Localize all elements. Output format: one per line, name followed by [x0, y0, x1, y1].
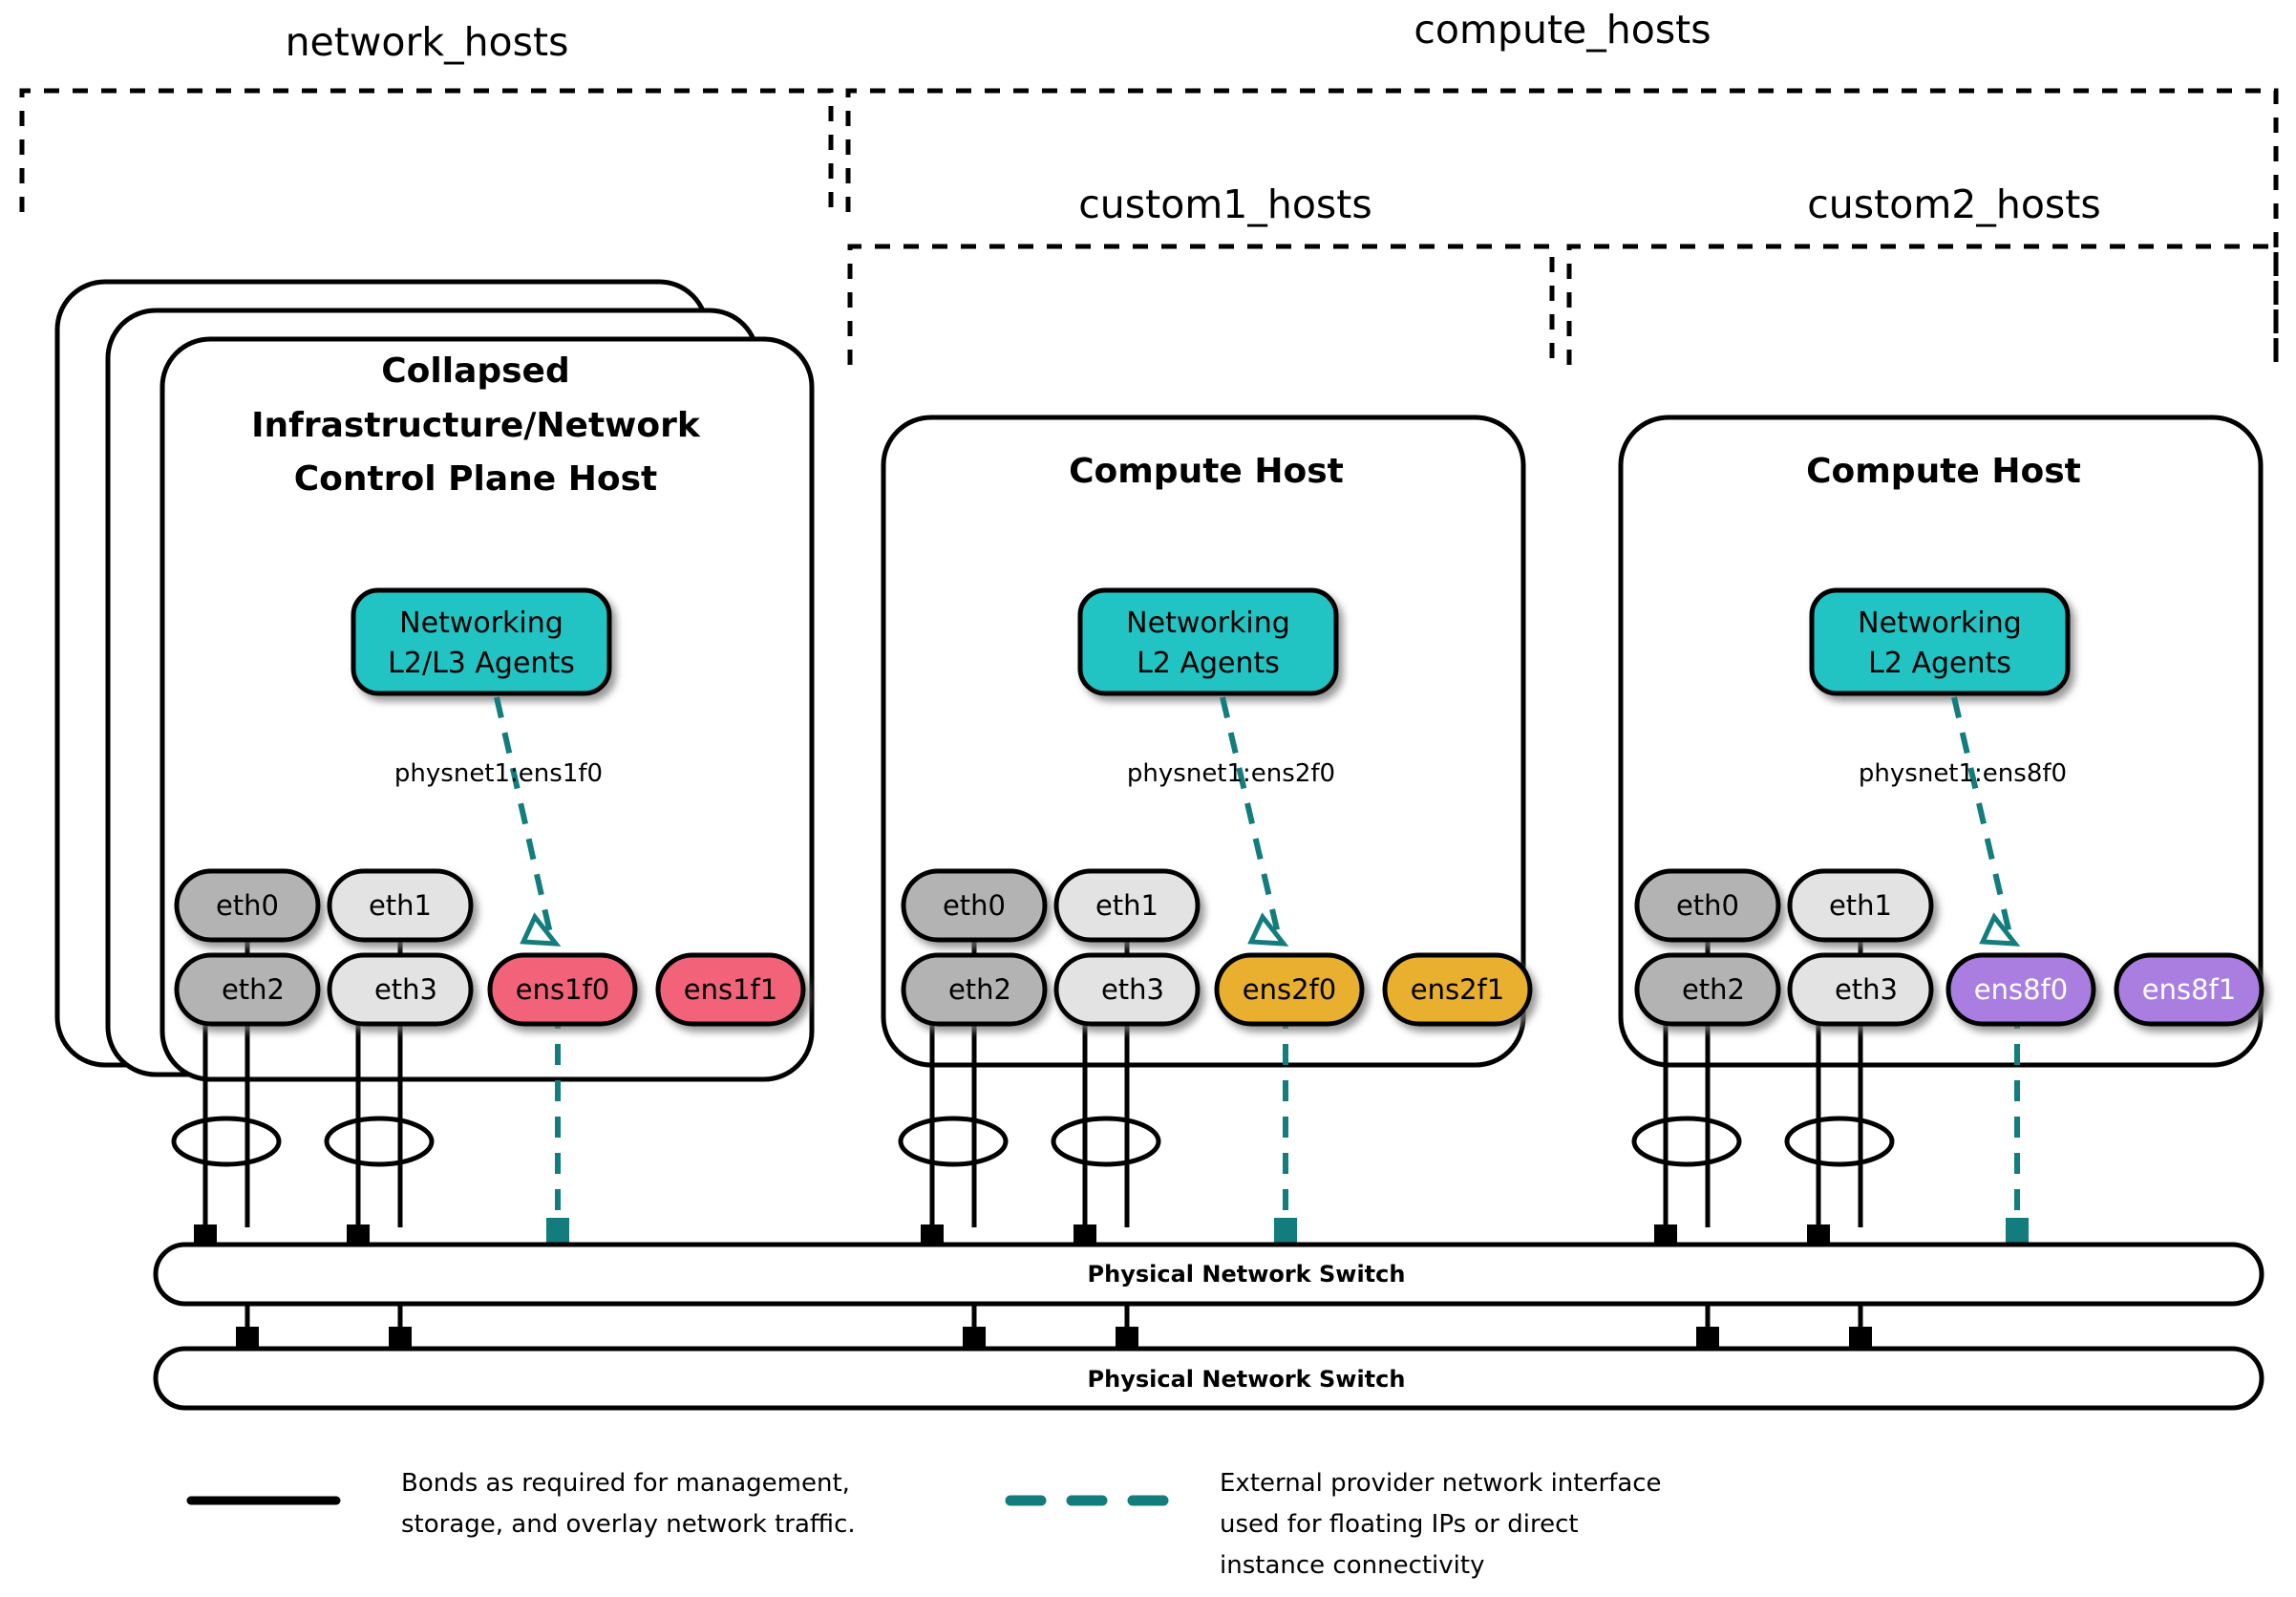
nic-label-eth1-host1: eth1	[369, 889, 432, 922]
legend-bonds: Bonds as required for management, storag…	[186, 1469, 856, 1539]
nic-eth3-host2[interactable]	[1053, 952, 1201, 1027]
nic-eth3-host1[interactable]	[327, 952, 474, 1027]
nic-eth1-host1[interactable]	[327, 868, 474, 943]
nic-label-ens2f0-host2: ens2f0	[1243, 973, 1336, 1006]
physnet-label-compute-1: physnet1:ens2f0	[1127, 759, 1335, 788]
nic-ens1f0-host1[interactable]	[487, 952, 638, 1027]
nic-eth2-host2[interactable]	[901, 952, 1048, 1027]
nic-eth2-host1[interactable]	[174, 952, 321, 1027]
nic-label-eth2-host2: eth2	[948, 973, 1011, 1006]
group-network-hosts	[19, 88, 834, 212]
group-custom2-hosts	[1566, 244, 2279, 365]
agent-label-compute-2-line-2: L2 Agents	[1868, 647, 2011, 680]
switch-bottom-label: Physical Network Switch	[1088, 1366, 1406, 1393]
host-card-compute-2	[1618, 415, 2264, 1068]
nic-eth3-host3[interactable]	[1787, 952, 1934, 1027]
nic-label-eth3-host3: eth3	[1835, 973, 1898, 1006]
host-network-host: Collapsed Infrastructure/Network Control…	[54, 279, 815, 1357]
bond-symbol-b	[324, 1116, 435, 1167]
physnet-label-network-host: physnet1:ens1f0	[394, 759, 603, 788]
group-label-compute-hosts: compute_hosts	[1414, 7, 1711, 53]
nic-eth0-host2[interactable]	[901, 868, 1048, 943]
provider-arrow-network-host	[520, 912, 562, 947]
nic-eth2-host3[interactable]	[1634, 952, 1781, 1027]
nic-ens2f1-host2[interactable]	[1382, 952, 1533, 1027]
legend-bonds-line-1: Bonds as required for management,	[401, 1469, 850, 1498]
bond-symbol-a	[171, 1116, 282, 1167]
host-title-compute-1: Compute Host	[1069, 452, 1344, 491]
group-label-custom1-hosts: custom1_hosts	[1078, 181, 1371, 227]
agent-box-compute-2[interactable]	[1809, 587, 2071, 696]
agent-label-line-1: Networking	[399, 607, 563, 640]
group-label-custom2-hosts: custom2_hosts	[1807, 181, 2100, 227]
nic-eth0-host3[interactable]	[1634, 868, 1781, 943]
host-stack-card-front	[159, 336, 815, 1082]
agent-box-compute-1[interactable]	[1077, 587, 1339, 696]
nic-label-eth1-host3: eth1	[1829, 889, 1892, 922]
host-compute-host-2: Compute Host Networking L2 Agents physne…	[1618, 415, 2264, 1357]
nic-eth1-host2[interactable]	[1053, 868, 1201, 943]
nic-label-ens8f0-host3: ens8f0	[1974, 973, 2068, 1006]
nic-label-ens2f1-host2: ens2f1	[1411, 973, 1504, 1006]
switch-bottom-bar	[153, 1346, 2264, 1411]
nic-label-eth0-host1: eth0	[216, 889, 279, 922]
provider-link-upper-compute-2	[1951, 696, 2014, 943]
nic-label-ens1f1-host1: ens1f1	[684, 973, 777, 1006]
agent-label-line-2: L2/L3 Agents	[388, 647, 575, 680]
switch-top-bar	[153, 1242, 2264, 1307]
legend-external-line-1: External provider network interface	[1220, 1469, 1662, 1498]
nic-ens8f0-host3[interactable]	[1945, 952, 2096, 1027]
host-title-compute-2: Compute Host	[1806, 452, 2081, 491]
physnet-label-compute-2: physnet1:ens8f0	[1859, 759, 2067, 788]
nic-label-eth0-host3: eth0	[1676, 889, 1739, 922]
provider-link-upper-compute-1	[1220, 696, 1283, 943]
group-compute-hosts	[845, 88, 2279, 363]
nic-label-eth3-host1: eth3	[374, 973, 437, 1006]
nic-label-ens8f1-host3: ens8f1	[2142, 973, 2236, 1006]
bond-symbol-c	[898, 1116, 1009, 1167]
agent-label-compute-1-line-2: L2 Agents	[1137, 647, 1280, 680]
nic-eth1-host3[interactable]	[1787, 868, 1934, 943]
legend-bonds-line-2: storage, and overlay network traffic.	[401, 1510, 856, 1539]
provider-arrow-compute-1	[1247, 912, 1289, 947]
nic-ens1f1-host1[interactable]	[655, 952, 806, 1027]
switch-top[interactable]: Physical Network Switch	[153, 1242, 2264, 1307]
nic-eth0-host1[interactable]	[174, 868, 321, 943]
provider-arrow-compute-2	[1979, 912, 2021, 947]
group-label-network-hosts: network_hosts	[286, 19, 569, 65]
nic-label-eth0-host2: eth0	[943, 889, 1006, 922]
legend-external-line-2: used for floating IPs or direct	[1220, 1510, 1579, 1539]
nic-label-ens1f0-host1: ens1f0	[516, 973, 609, 1006]
nic-label-eth2-host1: eth2	[222, 973, 285, 1006]
host-compute-host-1: Compute Host Networking L2 Agents physne…	[881, 415, 1533, 1357]
agent-label-compute-2-line-1: Networking	[1858, 607, 2022, 640]
nic-label-eth2-host3: eth2	[1682, 973, 1745, 1006]
group-custom1-hosts	[847, 244, 1555, 365]
host-title-line-2: Infrastructure/Network	[251, 406, 701, 445]
agent-box-network-host[interactable]	[351, 587, 612, 696]
nic-ens8f1-host3[interactable]	[2114, 952, 2264, 1027]
provider-link-upper-network-host	[494, 696, 555, 943]
legend-external: External provider network interface used…	[1005, 1469, 1662, 1580]
nic-ens2f0-host2[interactable]	[1214, 952, 1365, 1027]
bond-symbol-d	[1051, 1116, 1161, 1167]
bond-symbol-e	[1631, 1116, 1742, 1167]
agent-label-compute-1-line-1: Networking	[1126, 607, 1290, 640]
host-title-line-1: Collapsed	[381, 351, 570, 391]
nic-label-eth1-host2: eth1	[1095, 889, 1159, 922]
switch-top-label: Physical Network Switch	[1088, 1261, 1406, 1288]
switch-bottom[interactable]: Physical Network Switch	[153, 1346, 2264, 1411]
host-title-line-3: Control Plane Host	[294, 459, 657, 499]
legend-external-line-3: instance connectivity	[1220, 1551, 1484, 1580]
nic-label-eth3-host2: eth3	[1101, 973, 1164, 1006]
bond-symbol-f	[1784, 1116, 1895, 1167]
